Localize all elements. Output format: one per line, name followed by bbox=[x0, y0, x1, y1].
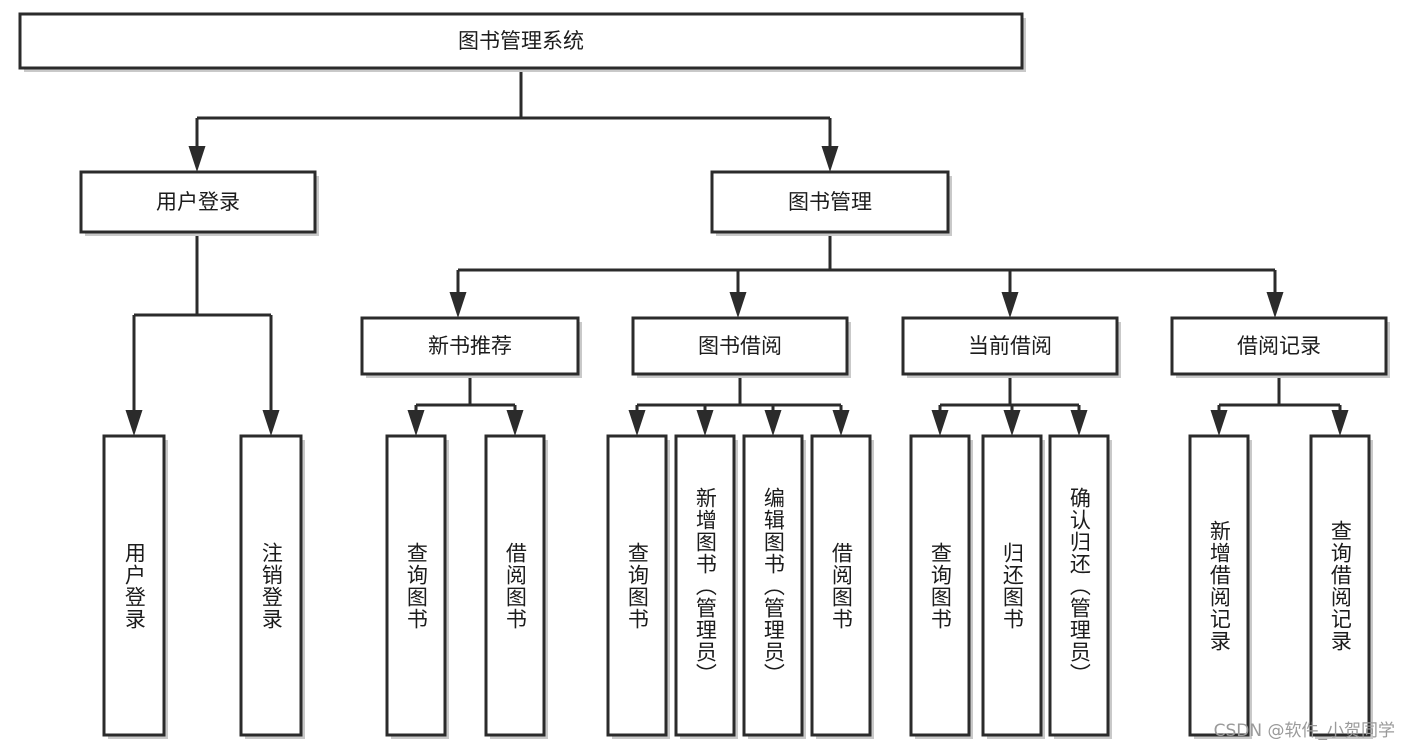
leaf-node-box[interactable] bbox=[606, 434, 668, 737]
level2-node-box[interactable] bbox=[710, 170, 950, 234]
level3-node-label: 借阅记录 bbox=[1237, 334, 1321, 358]
leaf-node-box[interactable] bbox=[674, 434, 736, 737]
level3-node-box[interactable] bbox=[901, 316, 1119, 376]
arrow-head-icon bbox=[696, 410, 714, 436]
leaf-node-box[interactable] bbox=[1309, 434, 1371, 737]
level3-node-box[interactable] bbox=[360, 316, 580, 376]
arrow-head-icon bbox=[821, 146, 839, 172]
arrow-head-icon bbox=[729, 292, 747, 318]
leaf-node-box[interactable] bbox=[239, 434, 303, 737]
connectors-layer bbox=[125, 68, 1349, 436]
level3-node-label: 图书借阅 bbox=[698, 334, 782, 358]
leaf-node-box[interactable] bbox=[981, 434, 1043, 737]
leaf-node-box[interactable] bbox=[1048, 434, 1110, 737]
arrow-head-icon bbox=[188, 146, 206, 172]
arrow-head-icon bbox=[764, 410, 782, 436]
arrow-head-icon bbox=[1070, 410, 1088, 436]
connector-book-borrow-to-leaves bbox=[628, 374, 850, 436]
connector-current-borrow-to-leaves bbox=[931, 374, 1088, 436]
level3-node-box[interactable] bbox=[631, 316, 849, 376]
connector-user-login-to-leaves bbox=[125, 232, 280, 436]
csdn-watermark: CSDN @软件_小贺同学 bbox=[1213, 721, 1395, 741]
arrow-head-icon bbox=[931, 410, 949, 436]
leaf-node-box[interactable] bbox=[810, 434, 872, 737]
leaf-node-box[interactable] bbox=[742, 434, 804, 737]
arrow-head-icon bbox=[1001, 292, 1019, 318]
arrow-head-icon bbox=[449, 292, 467, 318]
connector-book-manage-to-level3 bbox=[449, 232, 1284, 318]
arrow-head-icon bbox=[1331, 410, 1349, 436]
arrow-head-icon bbox=[1003, 410, 1021, 436]
arrow-head-icon bbox=[262, 410, 280, 436]
leaf-node-box[interactable] bbox=[102, 434, 166, 737]
connector-root-to-level2 bbox=[188, 68, 839, 172]
leaf-node-box[interactable] bbox=[909, 434, 971, 737]
leaf-node-box[interactable] bbox=[385, 434, 447, 737]
arrow-head-icon bbox=[832, 410, 850, 436]
level3-node-label: 新书推荐 bbox=[428, 334, 512, 358]
connector-borrow-record-to-leaves bbox=[1210, 374, 1349, 436]
leaf-node-box[interactable] bbox=[1188, 434, 1250, 737]
level3-node-label: 当前借阅 bbox=[968, 334, 1052, 358]
level2-node-box[interactable] bbox=[79, 170, 317, 234]
connector-new-book-to-leaves bbox=[407, 374, 524, 436]
level2-node-label: 用户登录 bbox=[156, 190, 240, 214]
arrow-head-icon bbox=[1210, 410, 1228, 436]
root-node-label: 图书管理系统 bbox=[458, 29, 584, 53]
leaf-node-box[interactable] bbox=[484, 434, 546, 737]
arrow-head-icon bbox=[407, 410, 425, 436]
arrow-head-icon bbox=[506, 410, 524, 436]
node-boxes-layer bbox=[18, 12, 1390, 739]
root-node-box[interactable] bbox=[18, 12, 1024, 70]
level3-node-box[interactable] bbox=[1170, 316, 1388, 376]
arrow-head-icon bbox=[1266, 292, 1284, 318]
level2-node-label: 图书管理 bbox=[788, 190, 872, 214]
arrow-head-icon bbox=[125, 410, 143, 436]
arrow-head-icon bbox=[628, 410, 646, 436]
